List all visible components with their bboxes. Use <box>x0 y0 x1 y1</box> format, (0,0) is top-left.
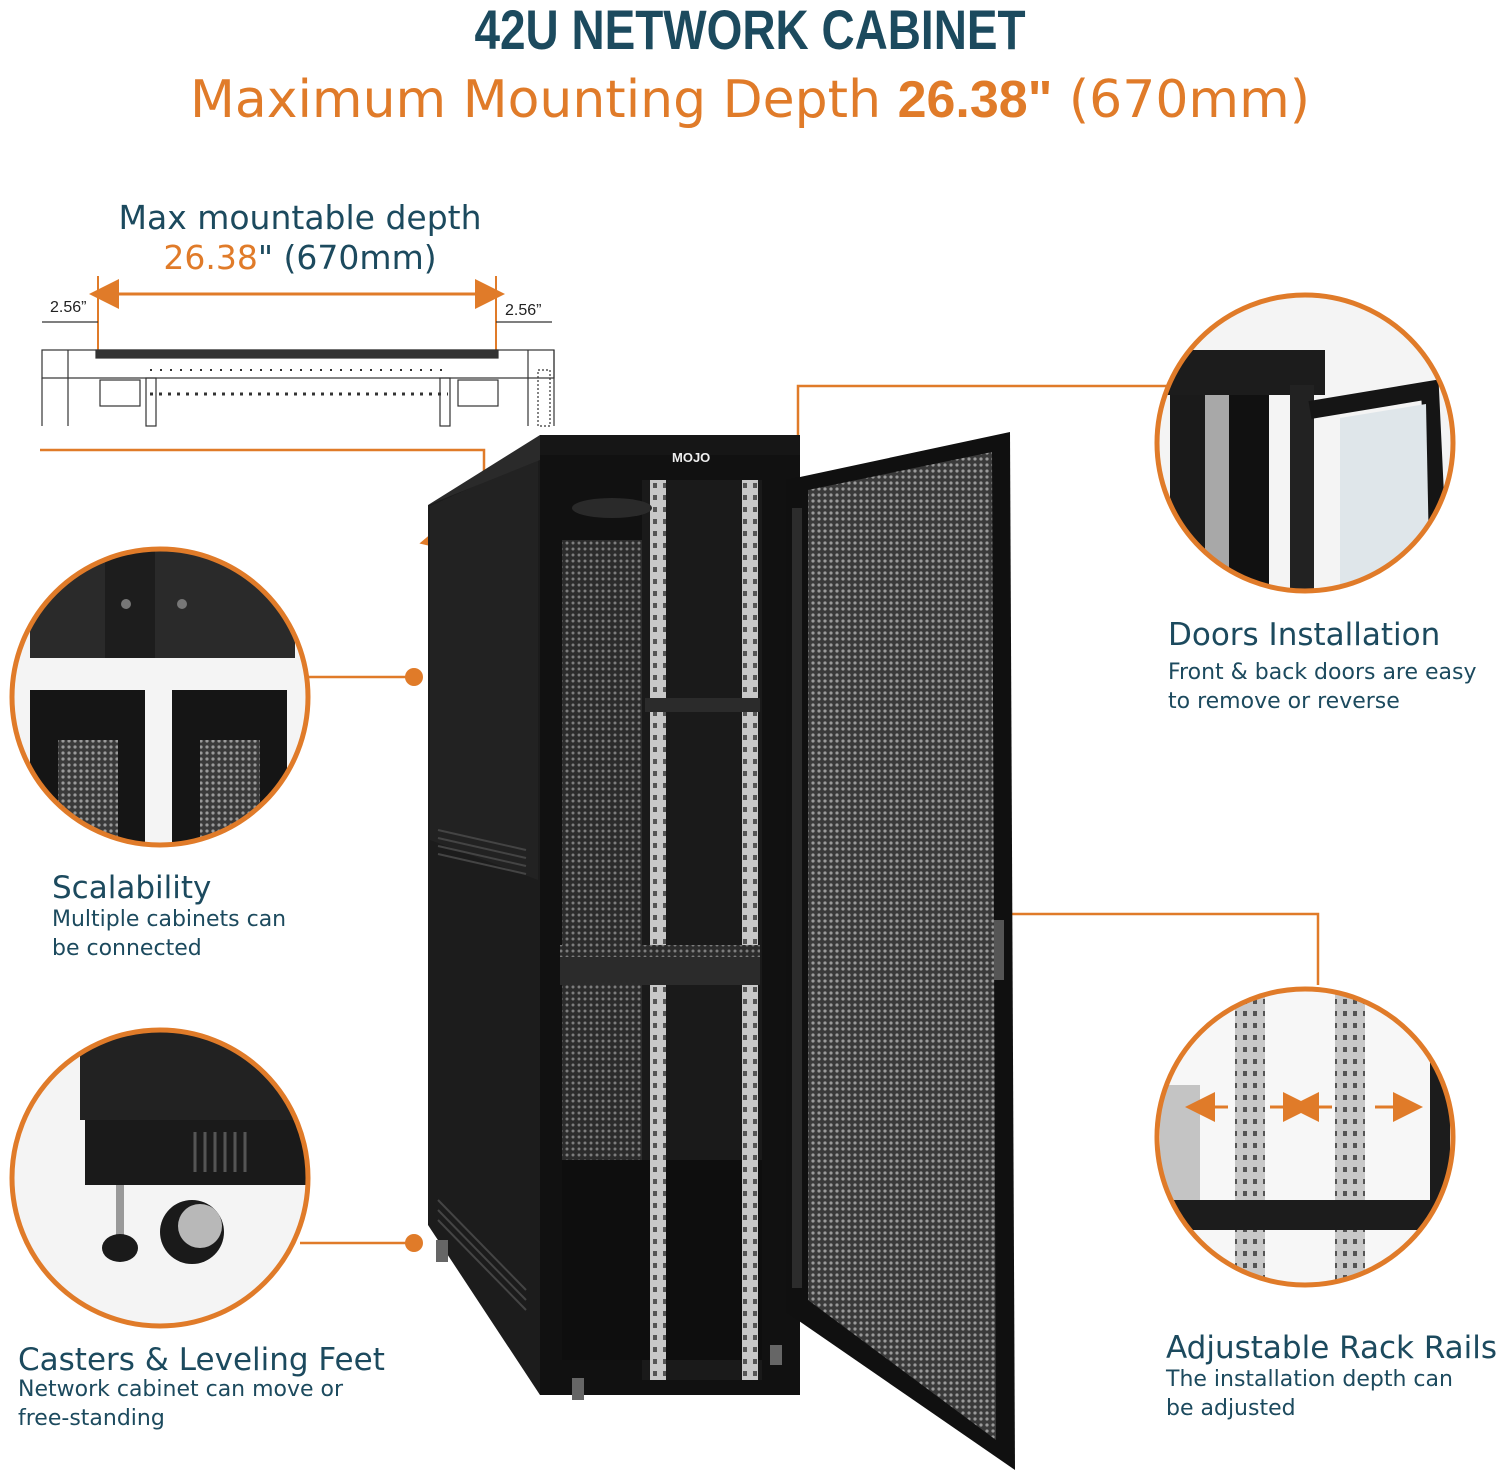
feature-doors-desc: Front & back doors are easy to remove or… <box>1168 660 1477 714</box>
feature-doors-title: Doors Installation <box>1168 617 1441 653</box>
rack-rails-image <box>1157 989 1453 1285</box>
dimension-unit: " (670mm) <box>257 238 437 277</box>
scalability-callout-ring <box>9 546 311 848</box>
rack-top-view-diagram <box>41 276 555 427</box>
feature-rails-title: Adjustable Rack Rails <box>1166 1330 1498 1366</box>
page-title: 42U NETWORK CABINET <box>474 0 1026 61</box>
subtitle-suffix: (670mm) <box>1052 70 1311 130</box>
network-cabinet: MOJO <box>428 432 1015 1470</box>
dimension-label-line1: Max mountable depth <box>118 198 482 237</box>
feature-rails: Adjustable Rack Rails The installation d… <box>1166 1329 1497 1423</box>
feature-scalability-desc: Multiple cabinets can be connected <box>52 907 287 961</box>
rails-callout-ring <box>1154 986 1456 1288</box>
feature-doors: Doors Installation Front & back doors ar… <box>1168 616 1477 716</box>
dimension-label-line2: 26.38" (670mm) <box>60 238 540 278</box>
casters-image <box>12 1030 308 1326</box>
subtitle-prefix: Maximum Mounting Depth <box>189 70 898 130</box>
dimension-value: 26.38 <box>163 238 258 277</box>
brand-logo: MOJO <box>672 450 710 465</box>
doors-installation-image <box>1157 295 1453 591</box>
feature-scalability: Scalability Multiple cabinets can be con… <box>52 869 286 963</box>
feature-casters-title: Casters & Leveling Feet <box>18 1342 385 1378</box>
feature-casters: Casters & Leveling Feet Network cabinet … <box>18 1341 385 1433</box>
feature-rails-desc: The installation depth can be adjusted <box>1166 1367 1453 1421</box>
subtitle-depth-value: 26.38" <box>897 71 1053 129</box>
casters-callout-ring <box>9 1027 311 1329</box>
right-offset-label: 2.56” <box>505 302 542 319</box>
dimension-label: Max mountable depth 26.38" (670mm) <box>60 198 540 278</box>
feature-casters-desc: Network cabinet can move or free-standin… <box>18 1377 344 1431</box>
left-offset-label: 2.56” <box>50 299 87 316</box>
doors-callout-ring <box>1154 292 1456 594</box>
feature-scalability-title: Scalability <box>52 870 212 906</box>
page-subtitle: Maximum Mounting Depth 26.38" (670mm) <box>0 68 1500 132</box>
